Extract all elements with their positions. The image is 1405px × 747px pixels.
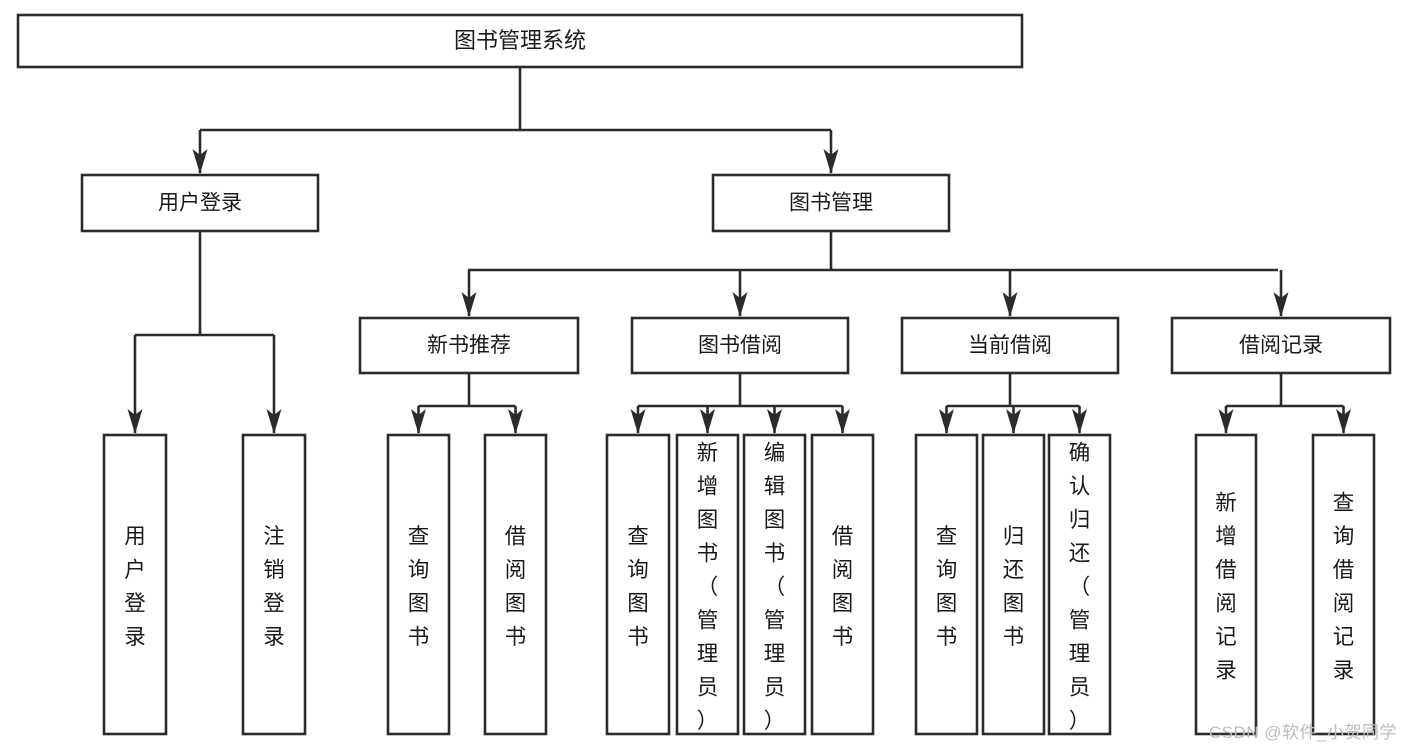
leaf-query-borrow-record[interactable]: 查询借阅记录 — [1311, 433, 1376, 736]
node-current-borrow-label: 当前借阅 — [968, 334, 1052, 357]
node-user-login-label: 用户登录 — [158, 192, 242, 215]
leaf-borrow-book-label: 借阅图书 — [832, 525, 854, 650]
csdn-watermark: CSDN @软件_小贺同学 — [1208, 723, 1397, 742]
leaf-query-book-borrow-rect — [605, 433, 671, 736]
node-current-borrow-rect — [900, 316, 1120, 375]
leaf-logout-label: 注销登录 — [263, 525, 285, 650]
leaf-borrow-book-recommend-label: 借阅图书 — [505, 525, 527, 650]
node-book-borrow-label: 图书借阅 — [698, 334, 782, 357]
node-new-book-recommend-rect — [358, 316, 580, 375]
leaf-query-book-current[interactable]: 查询图书 — [914, 433, 979, 736]
node-book-management[interactable]: 图书管理 — [711, 173, 951, 233]
leaf-borrow-book[interactable]: 借阅图书 — [810, 433, 875, 736]
leaf-query-borrow-record-label: 查询借阅记录 — [1333, 491, 1355, 683]
leaf-confirm-return-admin[interactable]: 确认归还（管理员） — [1047, 433, 1112, 736]
leaf-borrow-book-rect — [810, 433, 875, 736]
node-new-book-recommend[interactable]: 新书推荐 — [358, 316, 580, 375]
leaf-edit-book-admin-rect — [742, 433, 807, 736]
leaf-return-book-rect — [981, 433, 1046, 736]
leaf-edit-book-admin[interactable]: 编辑图书（管理员） — [742, 433, 807, 736]
leaf-add-borrow-record-label: 新增借阅记录 — [1215, 491, 1237, 683]
leaf-user-login[interactable]: 用户登录 — [102, 433, 168, 736]
leaf-confirm-return-admin-rect — [1047, 433, 1112, 736]
node-book-management-label: 图书管理 — [789, 192, 873, 215]
leaf-add-book-admin-label: 新增图书（管理员） — [697, 441, 719, 733]
leaf-edit-book-admin-label: 编辑图书（管理员） — [764, 441, 786, 733]
leaf-borrow-book-recommend-rect — [483, 433, 548, 736]
leaf-user-login-label: 用户登录 — [124, 525, 146, 650]
leaf-query-book-current-label: 查询图书 — [936, 525, 958, 650]
node-book-borrow[interactable]: 图书借阅 — [630, 316, 850, 375]
leaf-query-book-borrow[interactable]: 查询图书 — [605, 433, 671, 736]
leaf-query-book-recommend[interactable]: 查询图书 — [386, 433, 451, 736]
leaf-user-login-rect — [102, 433, 168, 736]
leaf-logout[interactable]: 注销登录 — [241, 433, 307, 736]
node-user-login-rect — [80, 173, 320, 233]
leaf-query-book-current-rect — [914, 433, 979, 736]
leaf-add-book-admin[interactable]: 新增图书（管理员） — [675, 433, 740, 736]
node-new-book-recommend-label: 新书推荐 — [427, 334, 511, 357]
leaf-confirm-return-admin-label: 确认归还（管理员） — [1069, 441, 1091, 733]
node-borrow-record[interactable]: 借阅记录 — [1170, 316, 1392, 375]
leaf-add-book-admin-rect — [675, 433, 740, 736]
leaf-query-book-recommend-rect — [386, 433, 451, 736]
node-borrow-record-label: 借阅记录 — [1239, 334, 1323, 357]
leaf-return-book-label: 归还图书 — [1003, 525, 1025, 650]
node-title[interactable]: 图书管理系统 — [16, 13, 1024, 69]
leaf-query-borrow-record-rect — [1311, 433, 1376, 736]
leaf-borrow-book-recommend[interactable]: 借阅图书 — [483, 433, 548, 736]
leaf-add-borrow-record-rect — [1194, 433, 1258, 736]
leaf-return-book[interactable]: 归还图书 — [981, 433, 1046, 736]
node-title-label: 图书管理系统 — [454, 28, 586, 53]
node-current-borrow[interactable]: 当前借阅 — [900, 316, 1120, 375]
leaf-query-book-borrow-label: 查询图书 — [627, 525, 649, 650]
node-title-rect — [16, 13, 1024, 69]
leaf-add-borrow-record[interactable]: 新增借阅记录 — [1194, 433, 1258, 736]
node-user-login[interactable]: 用户登录 — [80, 173, 320, 233]
leaf-query-book-recommend-label: 查询图书 — [408, 525, 430, 650]
leaf-logout-rect — [241, 433, 307, 736]
